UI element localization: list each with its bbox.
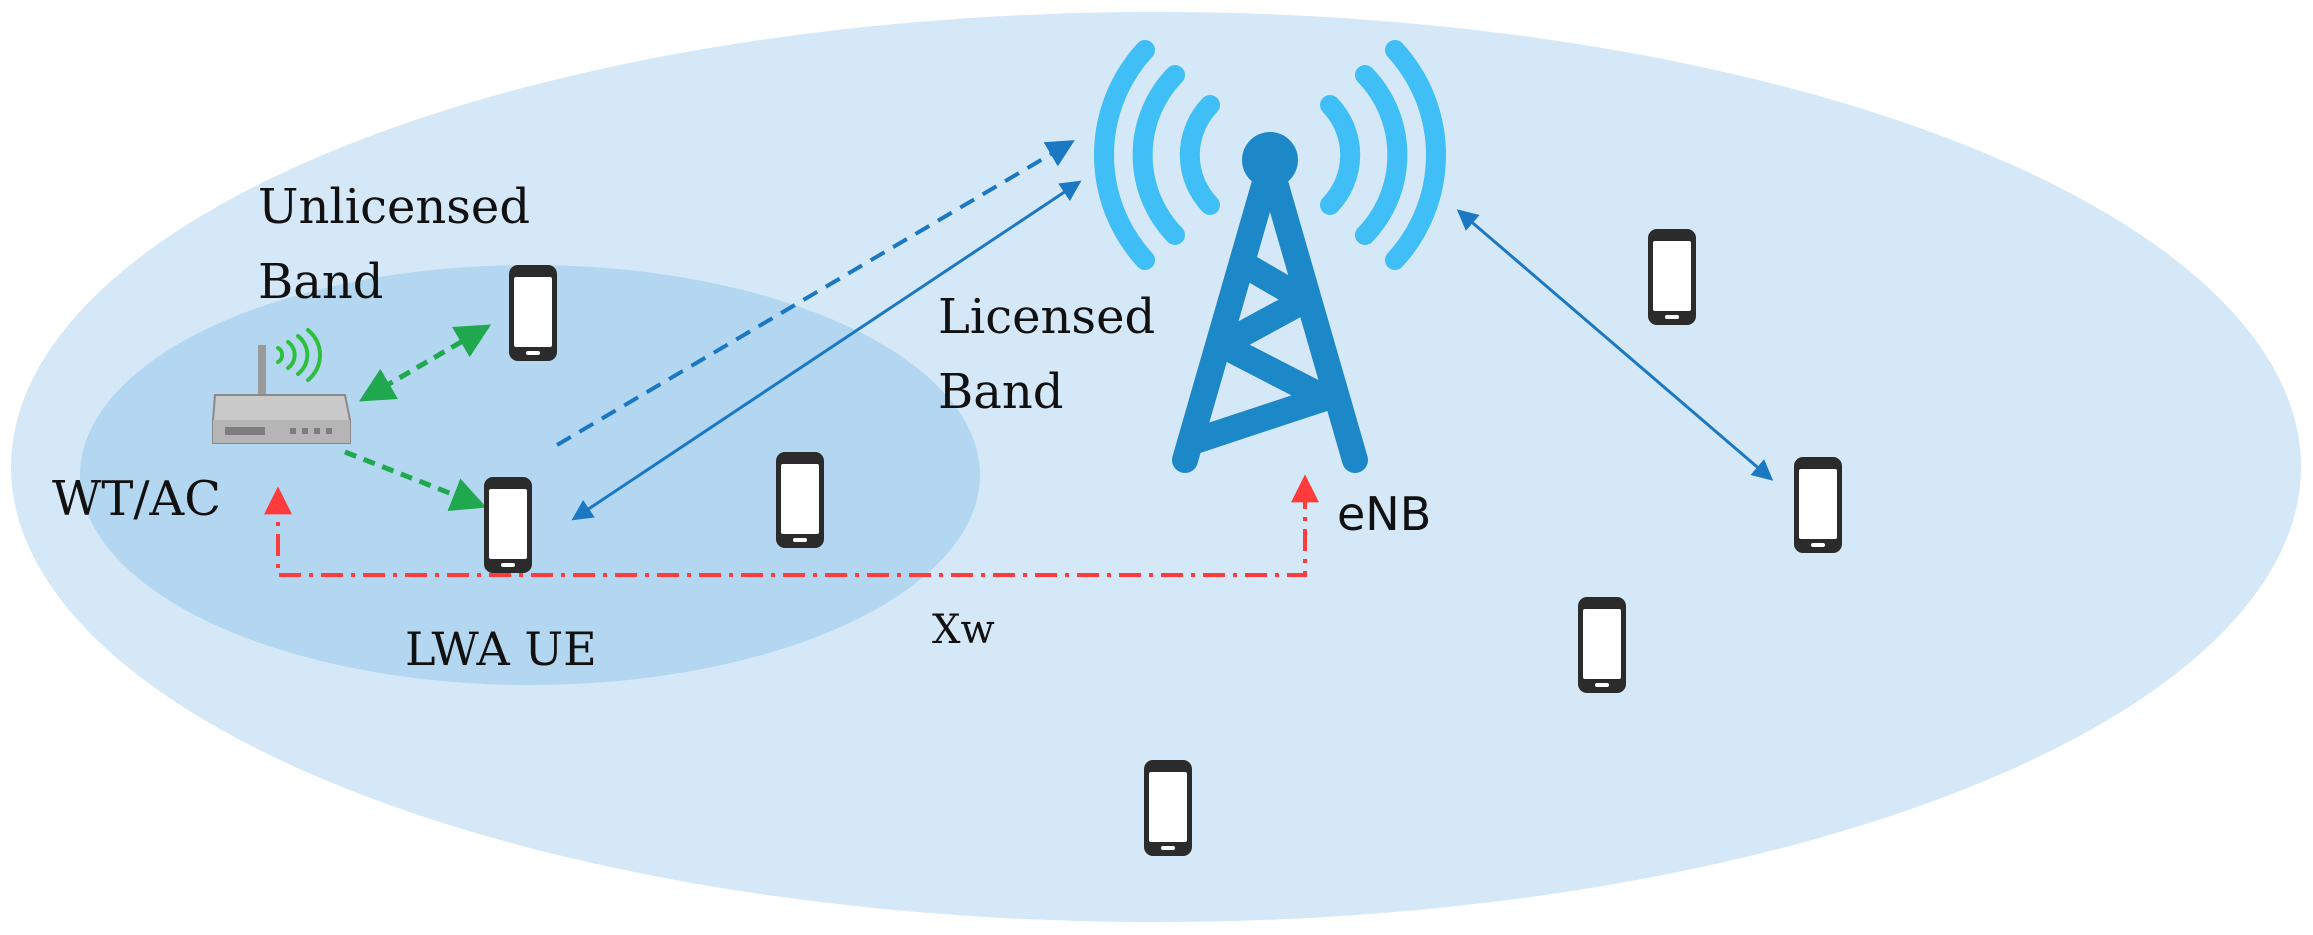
enb-ue-link xyxy=(1456,209,1774,481)
lwa-ue-label: LWA UE xyxy=(405,622,597,676)
smartphone-icon xyxy=(1578,597,1626,693)
enb-label: eNB xyxy=(1337,487,1431,541)
wt-ac-label: WT/AC xyxy=(52,471,221,527)
smartphone-icon xyxy=(1648,229,1696,325)
xw-interface-line xyxy=(264,474,1319,577)
smartphone-icon xyxy=(1794,457,1842,553)
smartphone-icon xyxy=(776,452,824,548)
router-icon xyxy=(212,345,351,444)
wifi-signal-icon xyxy=(276,328,322,382)
unlicensed-link-upper xyxy=(358,324,492,402)
smartphone-icon xyxy=(484,477,532,573)
unlicensed-band-label-line2: Band xyxy=(258,254,384,310)
licensed-band-label-line2: Band xyxy=(938,364,1064,420)
licensed-link-solid xyxy=(571,180,1082,521)
licensed-band-label-line1: Licensed xyxy=(938,289,1155,345)
smartphone-icon xyxy=(1144,760,1192,856)
xw-interface-label: Xw xyxy=(932,607,995,653)
unlicensed-band-label-line1: Unlicensed xyxy=(258,179,530,235)
smartphone-icon xyxy=(509,265,557,361)
cell-tower-icon xyxy=(1094,40,1446,473)
